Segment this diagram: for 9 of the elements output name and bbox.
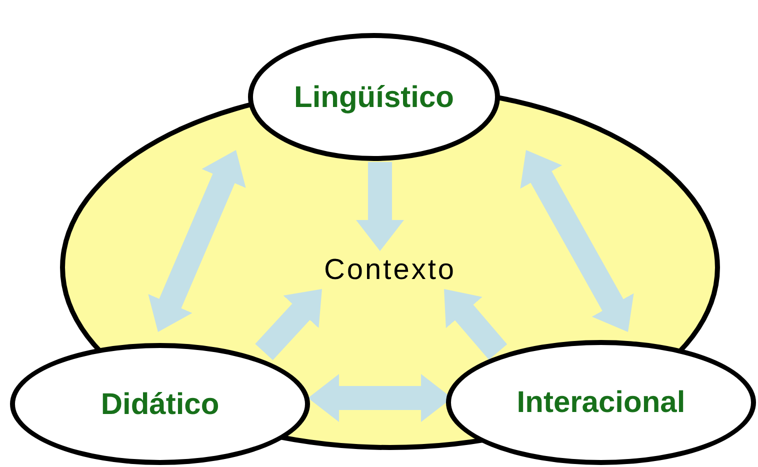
category-label: Lingüístico (294, 80, 454, 116)
block-arrow (444, 289, 508, 360)
block-arrow (148, 150, 246, 332)
block-arrow (356, 162, 404, 251)
block-arrow (255, 289, 322, 360)
context-label: Contexto (324, 256, 456, 284)
category-label: Interacional (516, 385, 686, 421)
block-arrow (520, 150, 634, 332)
category-label: Didático (100, 386, 220, 422)
